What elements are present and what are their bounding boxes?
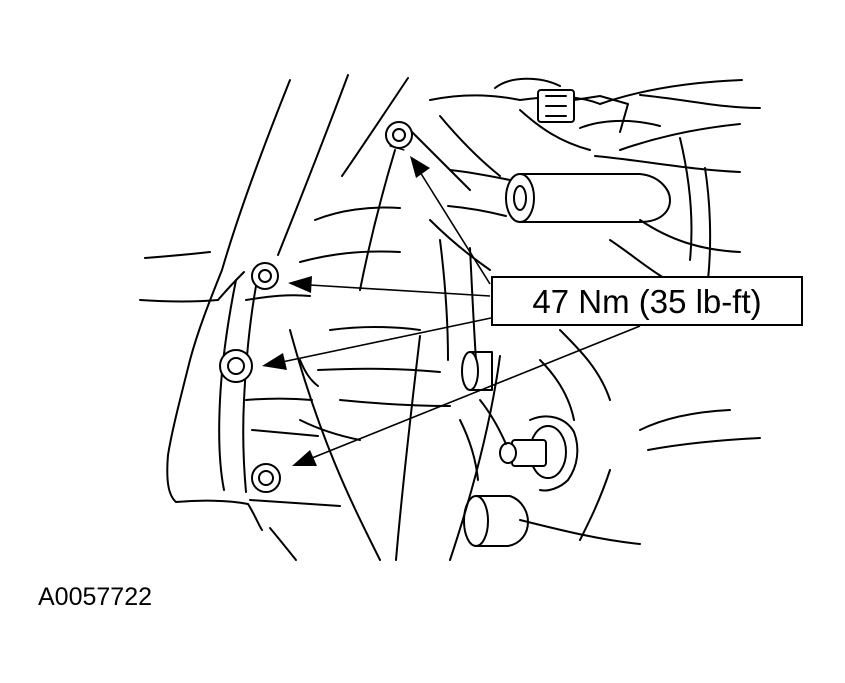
leader-to-upper-bolt (410, 156, 491, 285)
upper-shaft (447, 169, 671, 223)
arrow-icon (292, 450, 317, 466)
leader-to-second-bolt (288, 276, 491, 297)
torque-callout: 47 Nm (35 lb-ft) (491, 276, 803, 326)
arrow-icon (262, 353, 287, 370)
mounting-flange (218, 279, 341, 507)
bolt-third (219, 349, 253, 383)
torque-label: 47 Nm (35 lb-ft) (532, 282, 762, 320)
bolt-upper (385, 121, 413, 151)
diagonal-members (289, 329, 761, 561)
leader-to-lower-bolt (292, 325, 641, 466)
arrow-icon (288, 276, 312, 293)
leader-to-third-bolt (262, 317, 492, 370)
arrow-icon (410, 156, 430, 178)
center-boss (299, 351, 493, 391)
figure-id: A0057722 (38, 583, 153, 611)
housing-ribs (299, 115, 611, 441)
lower-stud (479, 399, 579, 492)
bolt-second (251, 262, 279, 290)
lower-shaft (459, 419, 641, 547)
upper-assembly (429, 77, 761, 291)
bolt-lower (251, 463, 281, 493)
housing-outline (139, 74, 409, 561)
